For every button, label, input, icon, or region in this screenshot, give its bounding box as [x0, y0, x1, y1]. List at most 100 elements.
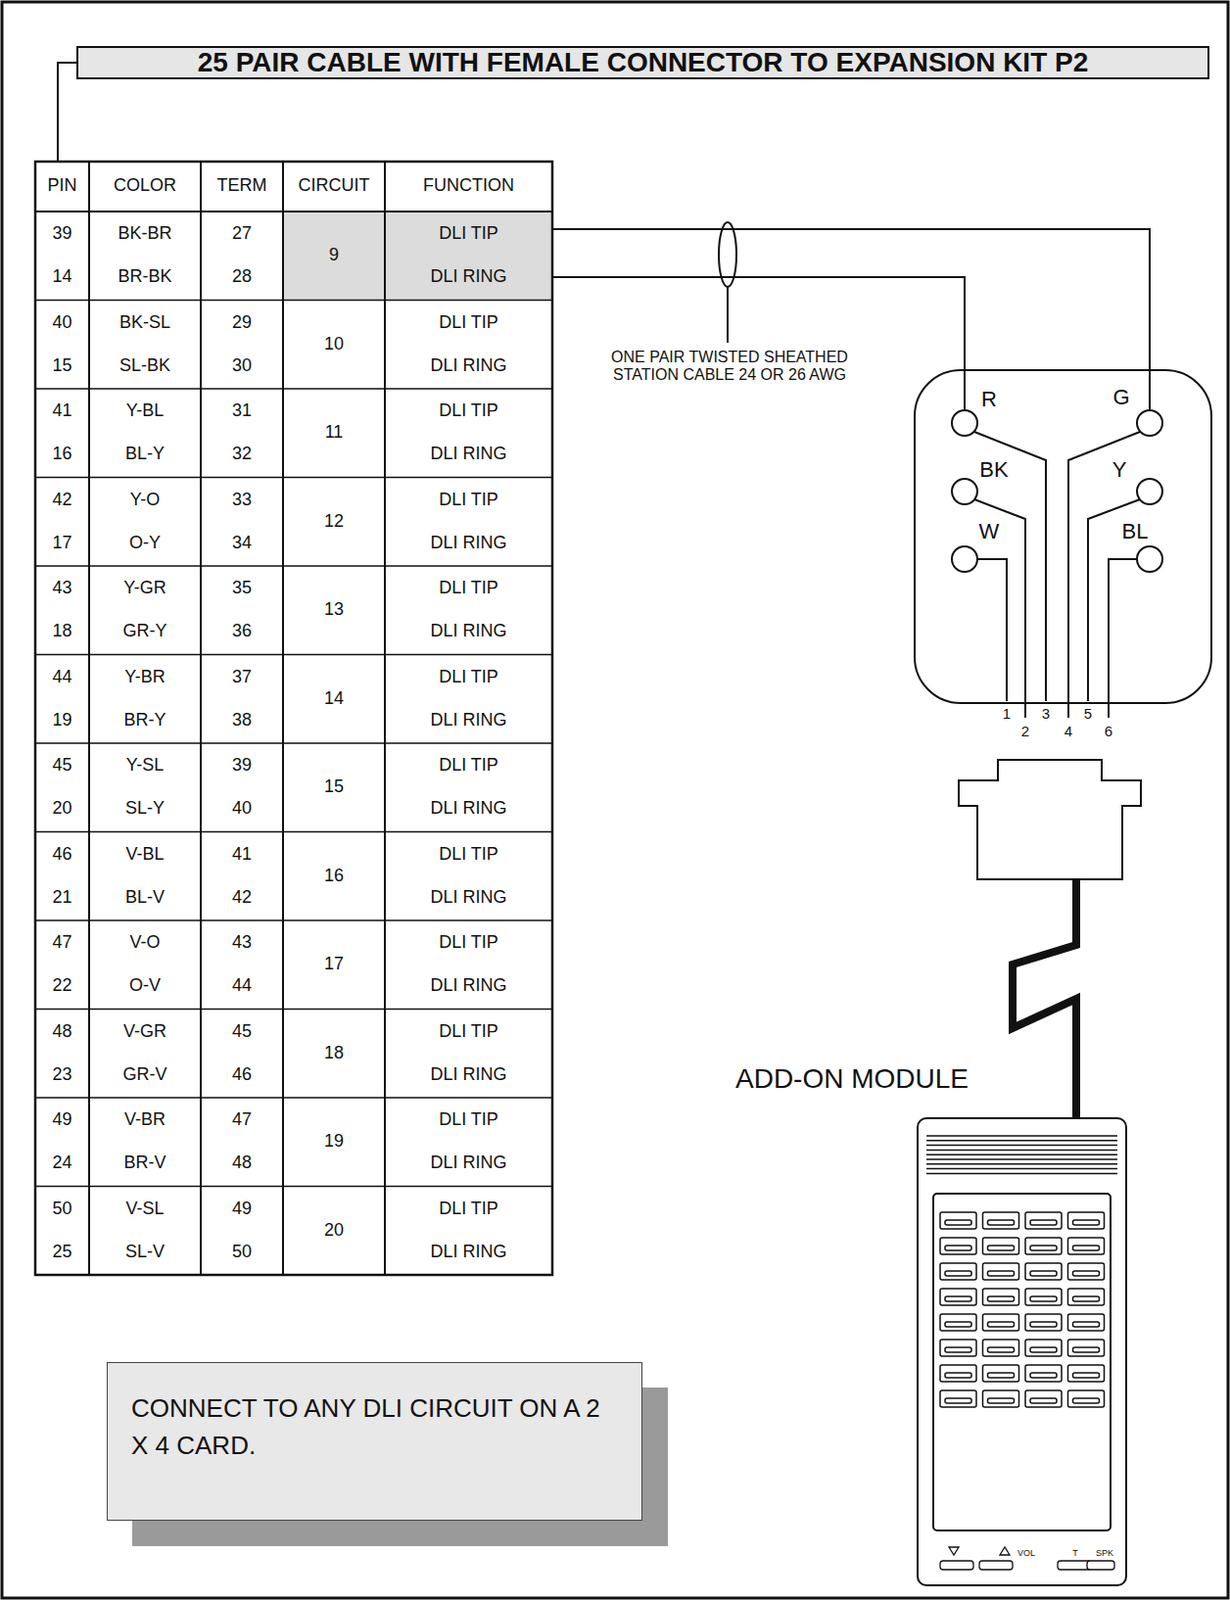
table-cell: SL-V: [125, 1242, 165, 1263]
table-cell: DLI RING: [429, 976, 507, 996]
table-cell: 48: [232, 1153, 252, 1174]
pin-number: 5: [1084, 706, 1092, 723]
table-cell: Y-SL: [126, 756, 164, 776]
table-cell: Y-BL: [126, 401, 164, 422]
table-cell: 20: [51, 799, 72, 819]
table-cell: 39: [232, 756, 252, 776]
table-cell: 10: [324, 334, 344, 355]
table-cell: 14: [324, 689, 344, 710]
table-cell: Y-GR: [123, 578, 166, 599]
table-cell: DLI TIP: [438, 578, 499, 599]
table-cell: 44: [232, 976, 252, 996]
table-cell: 35: [232, 578, 252, 599]
table-cell: 34: [232, 533, 252, 554]
jack-wires: [974, 431, 1140, 718]
table-cell: 38: [232, 710, 252, 731]
modular-jack: RGBKYWBL: [913, 369, 1213, 705]
table-cell: DLI TIP: [438, 401, 499, 422]
table-cell: BK-SL: [119, 313, 171, 333]
table-cell: 23: [51, 1065, 72, 1086]
table-cell: DLI TIP: [438, 1022, 499, 1042]
table-cell: DLI TIP: [438, 667, 499, 688]
table-cell: 18: [324, 1043, 344, 1064]
table-cell: DLI TIP: [438, 933, 499, 953]
terminal-letter: BK: [979, 459, 1008, 481]
table-cell: 33: [232, 490, 252, 511]
table-cell: V-BR: [124, 1110, 166, 1131]
table-cell: DLI RING: [429, 1065, 507, 1086]
table-cell: 12: [324, 512, 344, 532]
keypad-panel: [933, 1193, 1111, 1531]
table-grid: [35, 161, 553, 1276]
terminal-letter: BL: [1122, 520, 1149, 543]
table-cell: 30: [232, 356, 252, 377]
table-cell: DLI RING: [429, 533, 507, 554]
table-cell: 17: [51, 533, 72, 554]
table-cell: DLI RING: [429, 1153, 507, 1174]
table-cell: DLI RING: [429, 888, 507, 908]
table-cell: 32: [232, 444, 252, 465]
table-cell: BR-Y: [123, 710, 166, 731]
button-keys: [940, 1212, 1105, 1408]
speaker-grille: [926, 1135, 1118, 1174]
table-cell: 47: [232, 1110, 252, 1131]
table-cell: DLI TIP: [438, 756, 499, 776]
table-cell: DLI TIP: [438, 845, 499, 865]
table-cell: SL-Y: [125, 799, 165, 819]
tip-wire: [552, 229, 1150, 411]
table-cell: 11: [325, 423, 344, 443]
table-cell: 47: [51, 933, 72, 953]
line-cord: [1012, 879, 1077, 1118]
table-cell: 40: [232, 799, 252, 819]
table-cell: FUNCTION: [423, 176, 515, 196]
highlight-cell: [283, 211, 553, 301]
add-on-module: VOLTSPK: [916, 1117, 1128, 1587]
leader-line: [726, 286, 729, 343]
table-cell: 19: [324, 1132, 344, 1152]
terminal-letter: R: [981, 388, 997, 411]
table-cell: 13: [324, 600, 344, 620]
table-cell: 50: [232, 1242, 252, 1263]
table-cell: TERM: [217, 176, 268, 196]
table-cell: 46: [51, 845, 72, 865]
table-cell: DLI RING: [429, 356, 507, 377]
table-cell: 50: [51, 1199, 72, 1220]
table-cell: 31: [232, 401, 252, 422]
table-cell: 29: [232, 313, 252, 333]
terminal-letter: G: [1112, 386, 1130, 409]
table-cell: PIN: [47, 176, 77, 196]
table-cell: V-GR: [123, 1022, 167, 1042]
title-band: 25 PAIR CABLE WITH FEMALE CONNECTOR TO E…: [76, 46, 1210, 80]
table-cell: Y-O: [130, 490, 160, 511]
table-cell: BR-V: [123, 1153, 166, 1174]
table-cell: 42: [51, 490, 72, 511]
table-cell: DLI RING: [429, 1242, 507, 1263]
pin-number: 4: [1064, 723, 1073, 741]
table-cell: 16: [51, 444, 72, 465]
table-cell: 21: [51, 888, 72, 908]
table-cell: O-Y: [129, 533, 161, 554]
table-cell: DLI RING: [429, 710, 507, 731]
table-cell: 43: [232, 933, 252, 953]
table-cell: DLI TIP: [438, 1199, 499, 1220]
function-keys: [940, 1547, 1115, 1570]
table-cell: COLOR: [113, 176, 177, 196]
table-cell: 25: [51, 1242, 72, 1263]
table-cell: 41: [232, 845, 252, 865]
table-cell: V-SL: [125, 1199, 164, 1220]
terminal-letter: Y: [1112, 459, 1128, 481]
table-cell: GR-Y: [123, 621, 168, 642]
bracket-line: [57, 62, 77, 162]
table-cell: V-BL: [125, 845, 164, 865]
key-label: T: [1072, 1549, 1079, 1559]
cable-label: ONE PAIR TWISTED SHEATHED STATION CABLE …: [607, 348, 852, 383]
table-cell: 16: [324, 866, 344, 887]
table-cell: DLI RING: [429, 799, 507, 819]
pin-number: 3: [1041, 706, 1050, 723]
table-cell: DLI TIP: [438, 224, 499, 244]
table-cell: 45: [51, 756, 72, 776]
table-cell: 14: [51, 267, 72, 287]
table-cell: 22: [51, 976, 72, 996]
